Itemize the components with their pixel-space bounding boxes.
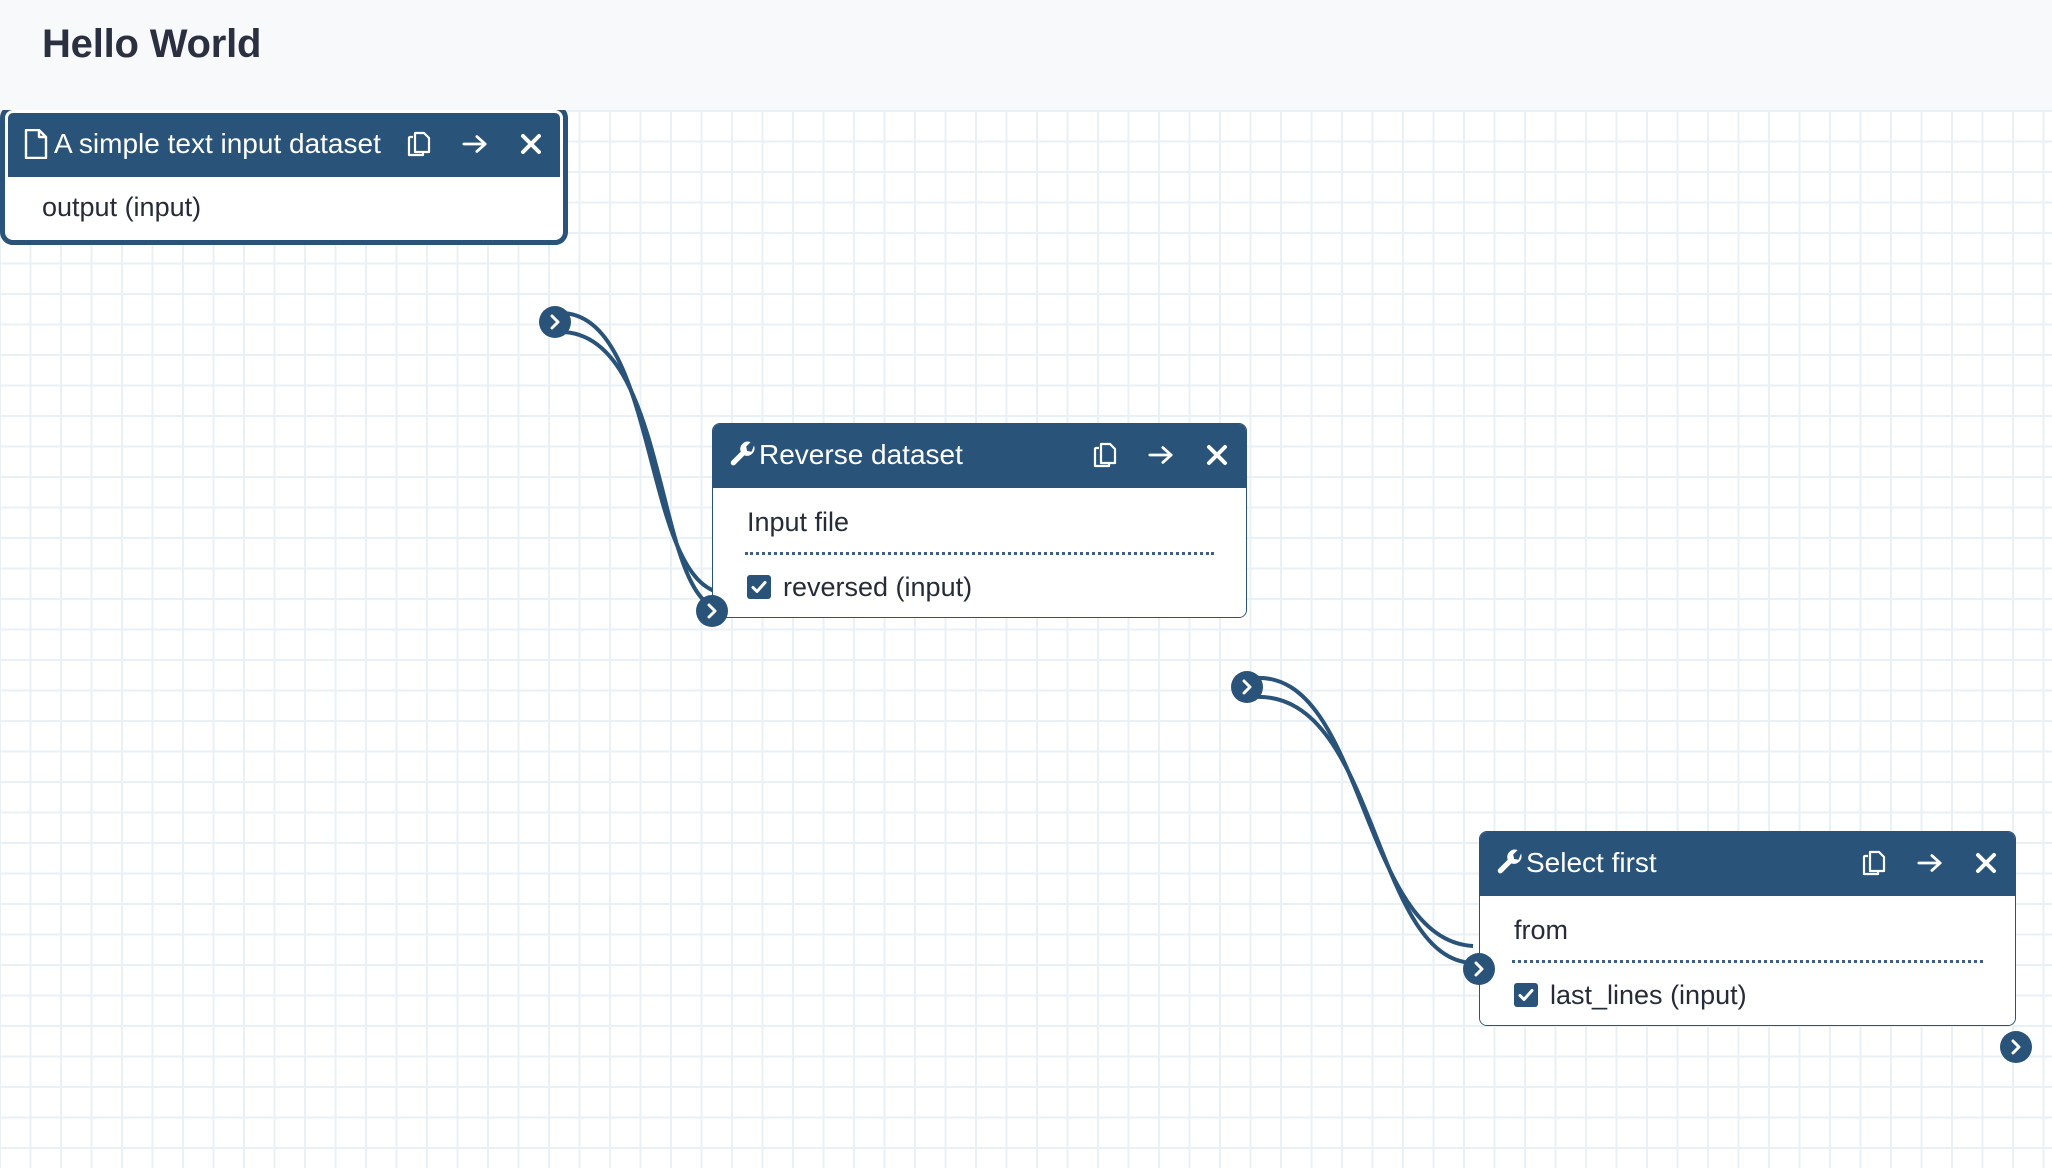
node-select-first[interactable]: Select first [1463, 831, 2032, 1063]
workflow-header: Hello World [0, 0, 2052, 110]
output-label: last_lines (input) [1550, 980, 1747, 1010]
node-divider [1512, 960, 1983, 963]
arrow-right-icon[interactable] [1148, 442, 1174, 468]
close-icon[interactable] [1204, 442, 1230, 468]
duplicate-icon[interactable] [1861, 850, 1887, 876]
node-reverse-dataset-header[interactable]: Reverse dataset [713, 424, 1246, 488]
node-input-dataset-title: A simple text input dataset [54, 128, 381, 159]
node-select-first-actions [1861, 846, 1999, 880]
workflow-canvas[interactable]: A simple text input dataset [0, 110, 2052, 1168]
node-select-first-header[interactable]: Select first [1480, 832, 2015, 896]
node-input-dataset[interactable]: A simple text input dataset [0, 110, 571, 338]
edge-input-dataset-to-reverse [555, 310, 723, 612]
node-divider [745, 552, 1214, 555]
output-label: output (input) [42, 192, 202, 222]
output-checkbox[interactable] [747, 575, 771, 599]
output-row[interactable]: output (input) [8, 177, 560, 237]
node-input-dataset-actions [406, 127, 544, 161]
output-row[interactable]: reversed (input) [713, 557, 1246, 617]
close-icon[interactable] [518, 131, 544, 157]
node-reverse-dataset[interactable]: Reverse dataset [696, 423, 1263, 703]
node-input-dataset-inner: A simple text input dataset [8, 113, 560, 237]
output-checkbox[interactable] [1514, 983, 1538, 1007]
page-title: Hello World [42, 22, 262, 66]
node-reverse-dataset-body: Input file reversed (input) [713, 488, 1246, 617]
edge-reverse-to-select-first [1253, 675, 1474, 965]
node-reverse-dataset-title: Reverse dataset [759, 439, 963, 470]
output-label: reversed (input) [783, 572, 973, 602]
input-label: Input file [747, 507, 850, 537]
duplicate-icon[interactable] [406, 131, 432, 157]
node-reverse-dataset-inner: Reverse dataset [712, 423, 1247, 618]
node-reverse-dataset-output-terminal[interactable] [1231, 671, 1263, 703]
node-reverse-dataset-input-terminal[interactable] [696, 595, 728, 627]
node-select-first-input-terminal[interactable] [1463, 953, 1495, 985]
input-label: from [1514, 915, 1568, 945]
close-icon[interactable] [1973, 850, 1999, 876]
node-select-first-body: from last_lines (input) [1480, 896, 2015, 1025]
input-row[interactable]: from [1480, 896, 2015, 958]
node-reverse-dataset-actions [1092, 438, 1230, 472]
arrow-right-icon[interactable] [1917, 850, 1943, 876]
output-row[interactable]: last_lines (input) [1480, 965, 2015, 1025]
duplicate-icon[interactable] [1092, 442, 1118, 468]
arrow-right-icon[interactable] [462, 131, 488, 157]
input-row[interactable]: Input file [713, 488, 1246, 550]
wrench-icon [1496, 846, 1526, 880]
node-select-first-output-terminal[interactable] [2000, 1031, 2032, 1063]
node-input-dataset-body: output (input) [8, 177, 560, 237]
node-select-first-title: Select first [1526, 847, 1657, 878]
node-input-dataset-header[interactable]: A simple text input dataset [8, 113, 560, 177]
node-select-first-inner: Select first [1479, 831, 2016, 1026]
file-icon [24, 127, 54, 161]
node-input-dataset-output-terminal[interactable] [539, 306, 571, 338]
wrench-icon [729, 438, 759, 472]
